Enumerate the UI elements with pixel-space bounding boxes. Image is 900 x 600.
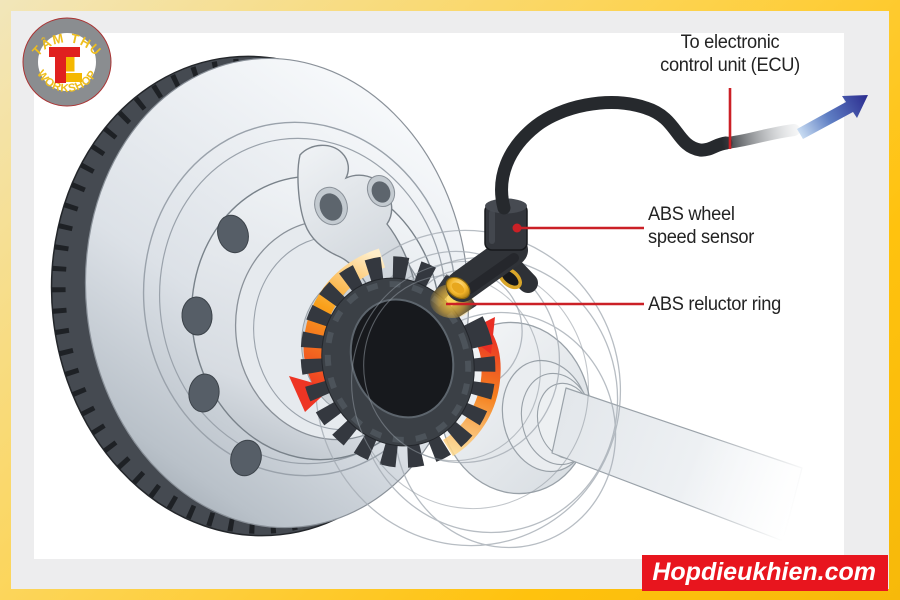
shaft-fade — [660, 420, 836, 562]
ecu-label-line1: To electronic — [680, 32, 780, 53]
workshop-logo: TÂM THU WORKSHOP — [22, 17, 112, 107]
sensor-barrel — [446, 234, 528, 302]
sensor-cable — [495, 96, 800, 215]
sensor-label-line1: ABS wheel — [648, 204, 735, 225]
logo-tt-monogram — [49, 47, 82, 83]
sensor-label-line2: speed sensor — [648, 227, 755, 248]
ghost-outlines-front — [351, 260, 589, 510]
ecu-label-line2: control unit (ECU) — [660, 55, 800, 76]
ecu-label: To electronic control unit (ECU) — [626, 31, 833, 77]
reluctor-label: ABS reluctor ring — [648, 294, 781, 315]
watermark-banner: Hopdieukhien.com — [642, 555, 888, 591]
reluctor-ring — [300, 256, 496, 468]
sensor-label: ABS wheel speed sensor — [648, 203, 754, 249]
leader-lines — [446, 88, 732, 306]
sensor-leader-dot — [512, 223, 522, 233]
ecu-direction-arrow-icon — [797, 95, 868, 139]
